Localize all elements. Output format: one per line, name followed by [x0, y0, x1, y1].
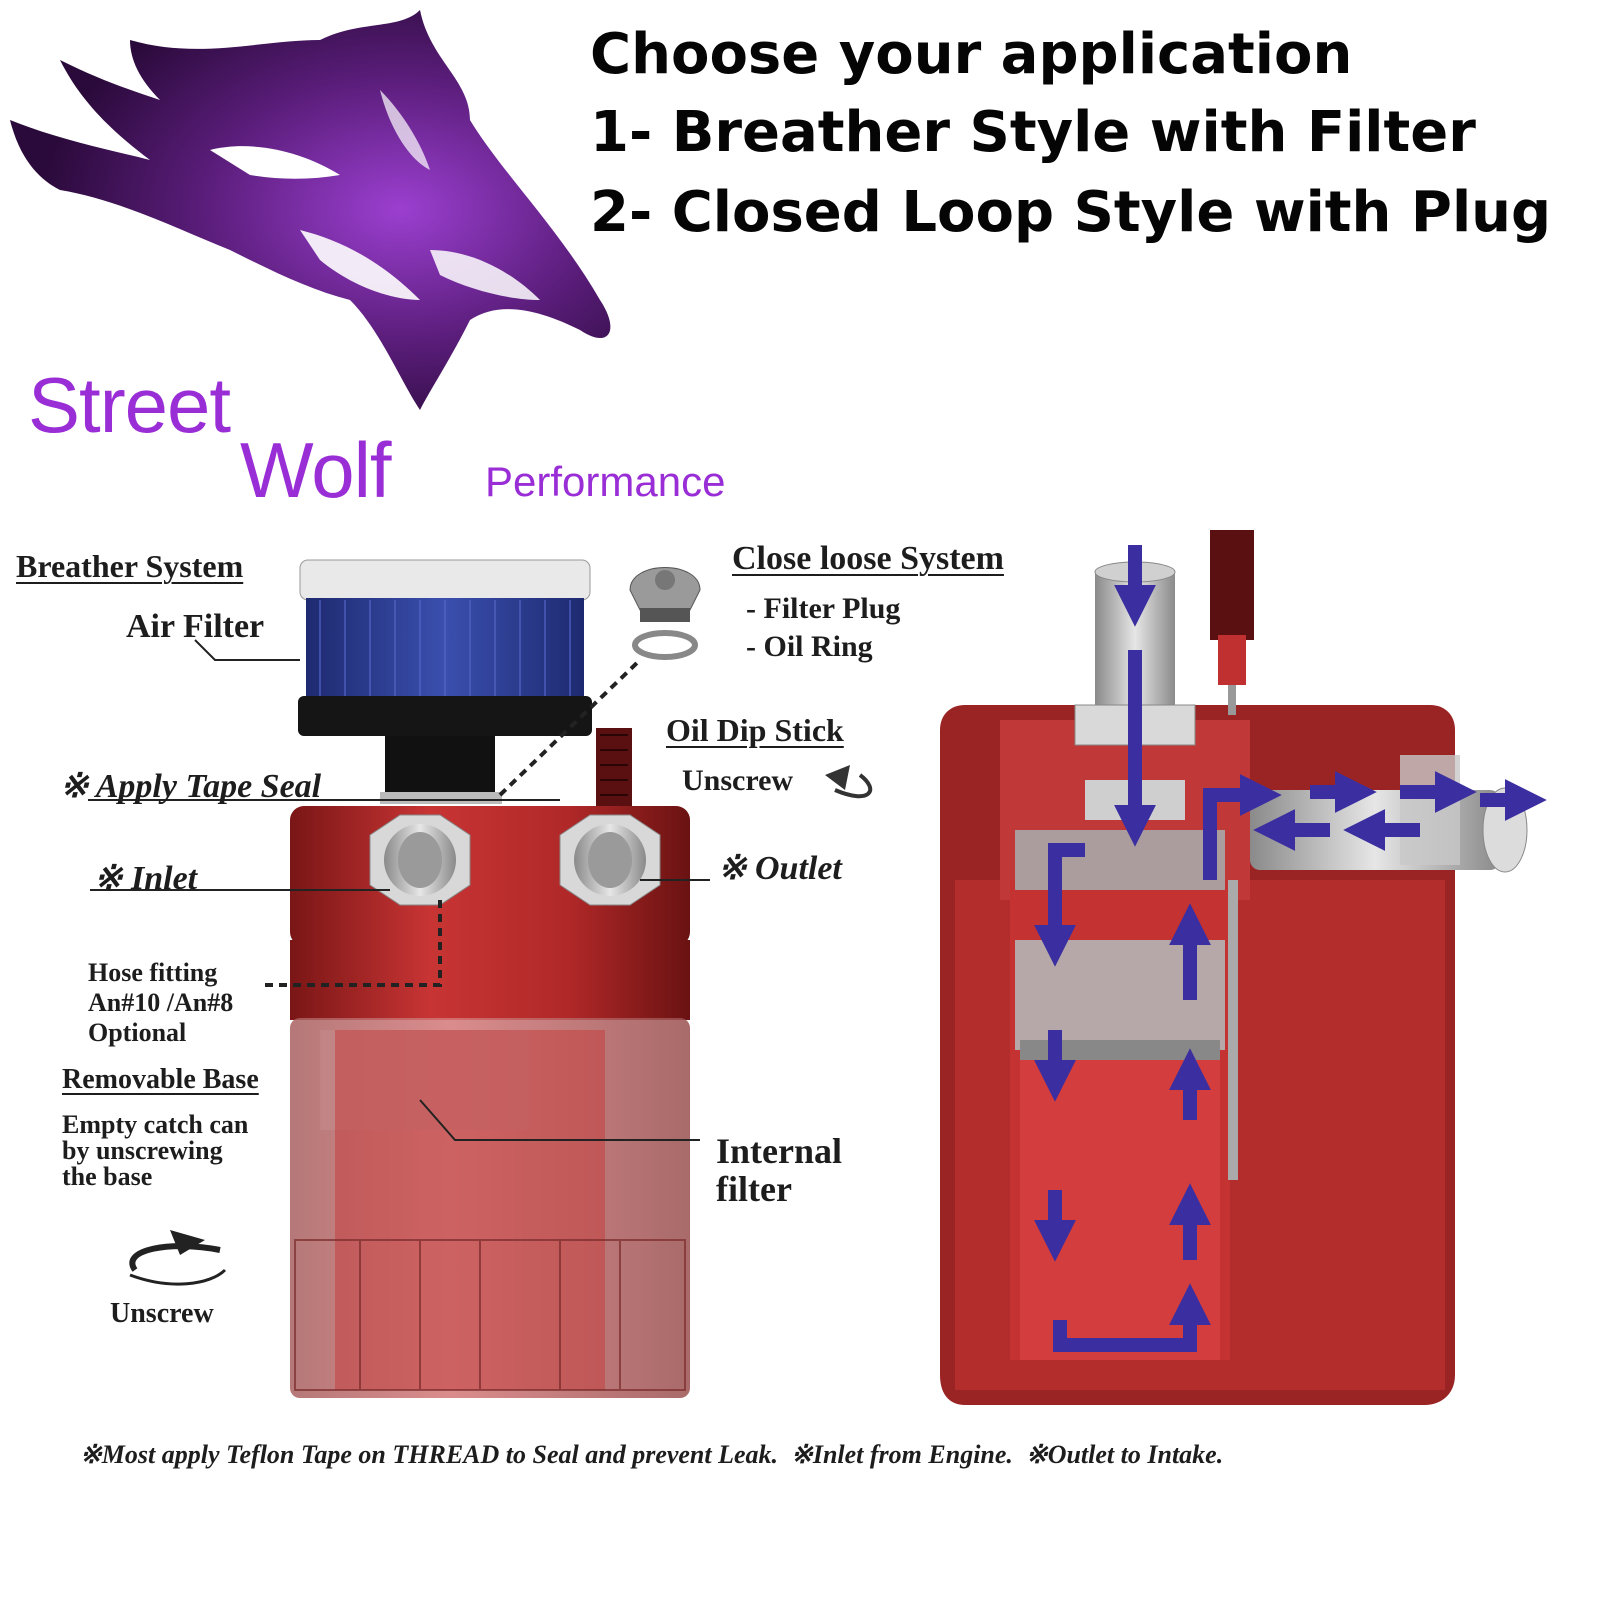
- wolf-head-logo-icon: [10, 10, 611, 410]
- flow-arrows: [1034, 545, 1547, 1352]
- label-oil-dipstick: Oil Dip Stick: [666, 712, 844, 748]
- label-inlet: ※ Inlet: [94, 860, 198, 897]
- label-breather-system: Breather System: [16, 548, 244, 584]
- label-apply-tape-seal: ※ Apply Tape Seal: [60, 768, 322, 805]
- brand-performance: Performance: [485, 458, 726, 505]
- footer-note: ※Most apply Teflon Tape on THREAD to Sea…: [80, 1440, 1224, 1469]
- heading-line-3: 2- Closed Loop Style with Plug: [590, 180, 1552, 245]
- filter-plug-icon: [629, 567, 701, 622]
- label-empty-1: Empty catch can: [62, 1110, 249, 1139]
- dipstick-knob: [1210, 530, 1254, 640]
- outlet-fitting: [559, 814, 661, 906]
- label-hose-fitting-3: Optional: [88, 1018, 187, 1047]
- label-internal-filter-1: Internal: [716, 1131, 842, 1171]
- unscrew-top-arrow-icon: [834, 773, 873, 799]
- label-filter-plug: - Filter Plug: [746, 592, 901, 625]
- label-air-filter: Air Filter: [126, 608, 265, 645]
- label-unscrew-bottom: Unscrew: [110, 1298, 214, 1329]
- label-outlet: ※ Outlet: [718, 850, 842, 887]
- label-internal-filter-2: filter: [716, 1169, 792, 1209]
- label-close-loose-system: Close loose System: [732, 540, 1004, 577]
- label-removable-base: Removable Base: [62, 1064, 259, 1095]
- heading-line-1: Choose your application: [590, 22, 1353, 87]
- label-hose-fitting-2: An#10 /An#8: [88, 988, 234, 1017]
- label-empty-2: by unscrewing: [62, 1136, 223, 1165]
- unscrew-bottom-arrow-icon: [129, 1243, 221, 1272]
- label-empty-3: the base: [62, 1162, 153, 1191]
- inlet-fitting: [369, 814, 471, 906]
- oil-ring-icon: [632, 630, 698, 660]
- brand-street: Street: [28, 361, 231, 449]
- label-oil-ring: - Oil Ring: [746, 630, 873, 663]
- label-unscrew-top: Unscrew: [682, 764, 794, 797]
- brand-wolf: Wolf: [240, 426, 392, 514]
- label-hose-fitting-1: Hose fitting: [88, 958, 218, 987]
- heading-line-2: 1- Breather Style with Filter: [590, 100, 1476, 165]
